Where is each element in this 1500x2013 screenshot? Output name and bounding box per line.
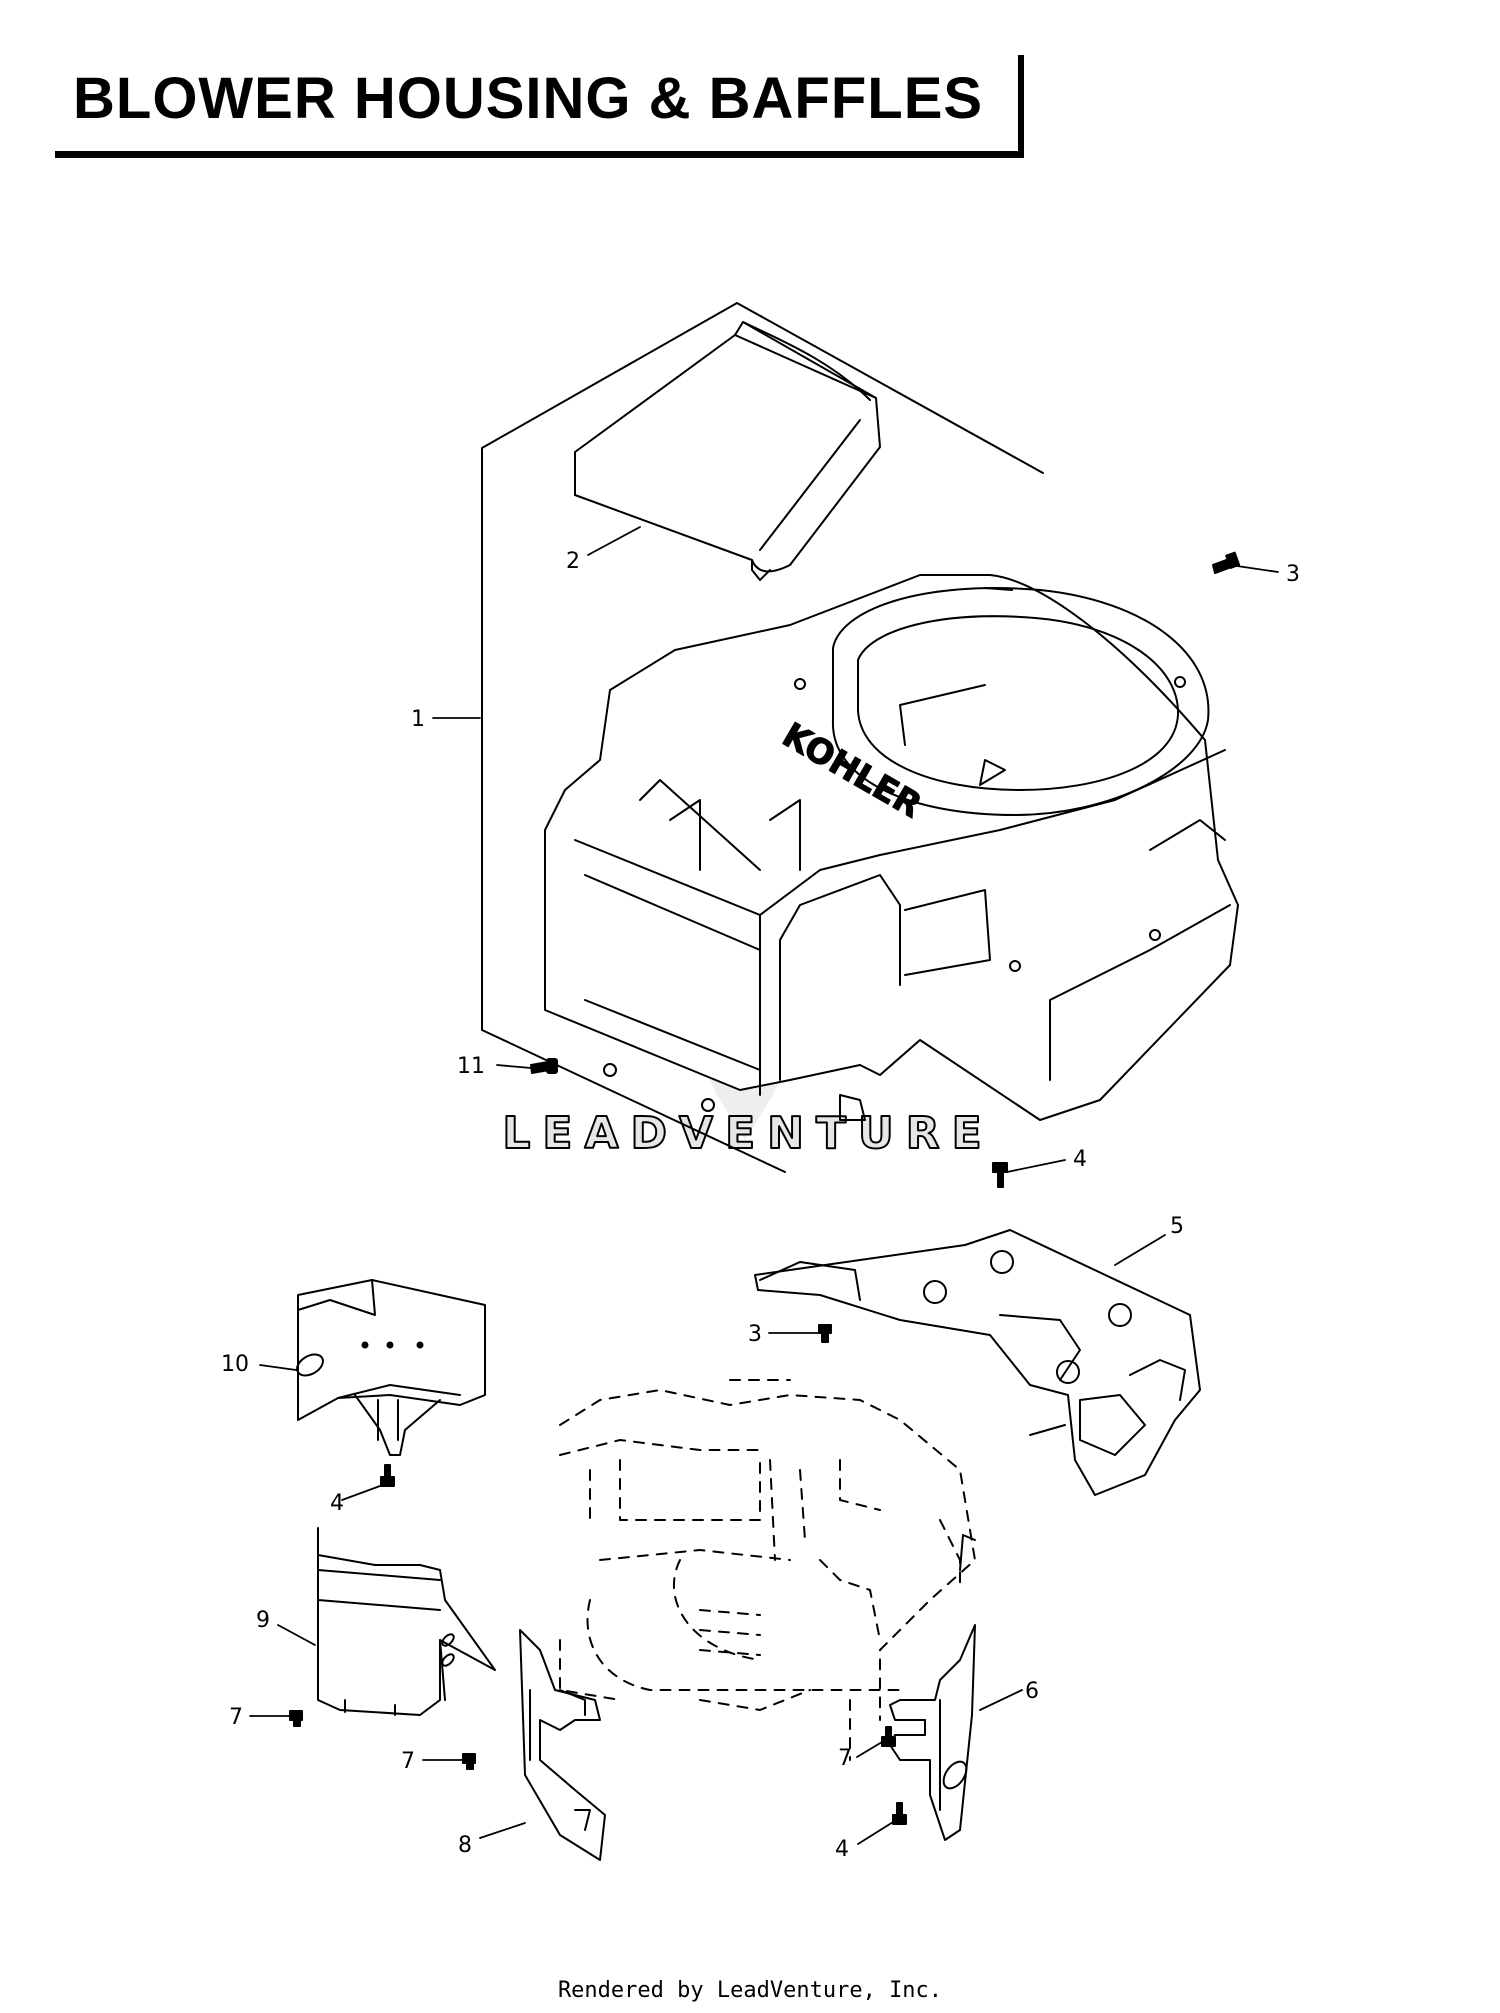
screw-3-top [1212, 551, 1241, 574]
title-box: BLOWER HOUSING & BAFFLES [55, 55, 1024, 158]
callout-leaders [249, 526, 1279, 1845]
callout-6: 6 [1025, 1679, 1039, 1704]
screw-11 [530, 1058, 558, 1074]
callout-3-top: 3 [1286, 562, 1300, 587]
screw-3-middle [818, 1324, 832, 1343]
screw-7-right [881, 1726, 896, 1747]
callout-8: 8 [458, 1833, 472, 1858]
part-8-baffle [519, 1629, 606, 1861]
callout-1: 1 [411, 707, 425, 732]
callout-10: 10 [221, 1352, 249, 1377]
screw-4-bottom [892, 1802, 907, 1825]
callout-7-middle: 7 [401, 1749, 415, 1774]
watermark-text: LEADVENTURE [502, 1108, 993, 1159]
part-1-assembly-bracket [481, 302, 1044, 1173]
screw-4-left [380, 1464, 395, 1487]
part-10-baffle [296, 1279, 486, 1456]
screw-4-top [992, 1162, 1008, 1188]
callout-labels: 1 2 3 3 4 4 4 5 6 7 7 7 8 9 10 11 [221, 549, 1300, 1862]
callout-2: 2 [566, 549, 580, 574]
part-9-baffle [317, 1527, 496, 1716]
callout-5: 5 [1170, 1214, 1184, 1239]
callout-4-top: 4 [1073, 1147, 1087, 1172]
callout-4-bottom: 4 [835, 1837, 849, 1862]
callout-7-left: 7 [229, 1705, 243, 1730]
screw-7-left [289, 1710, 303, 1727]
part-2-cover-plate [574, 321, 881, 581]
engine-tab [959, 1534, 976, 1571]
screw-7-middle [462, 1753, 476, 1770]
part-5-baffle [754, 1229, 1201, 1496]
callout-11: 11 [457, 1054, 485, 1079]
engine-outline-ghost [559, 1379, 976, 1761]
part-1-blower-housing: KOHLER [544, 574, 1239, 1121]
callout-3-middle: 3 [748, 1322, 762, 1347]
footer-credit: Rendered by LeadVenture, Inc. [557, 1978, 943, 2003]
page-title: BLOWER HOUSING & BAFFLES [73, 66, 984, 131]
callout-7-right: 7 [838, 1746, 852, 1771]
callout-9: 9 [256, 1608, 270, 1633]
screws [289, 551, 1241, 1825]
callout-4-left: 4 [330, 1491, 344, 1516]
part-6-baffle [889, 1624, 976, 1841]
